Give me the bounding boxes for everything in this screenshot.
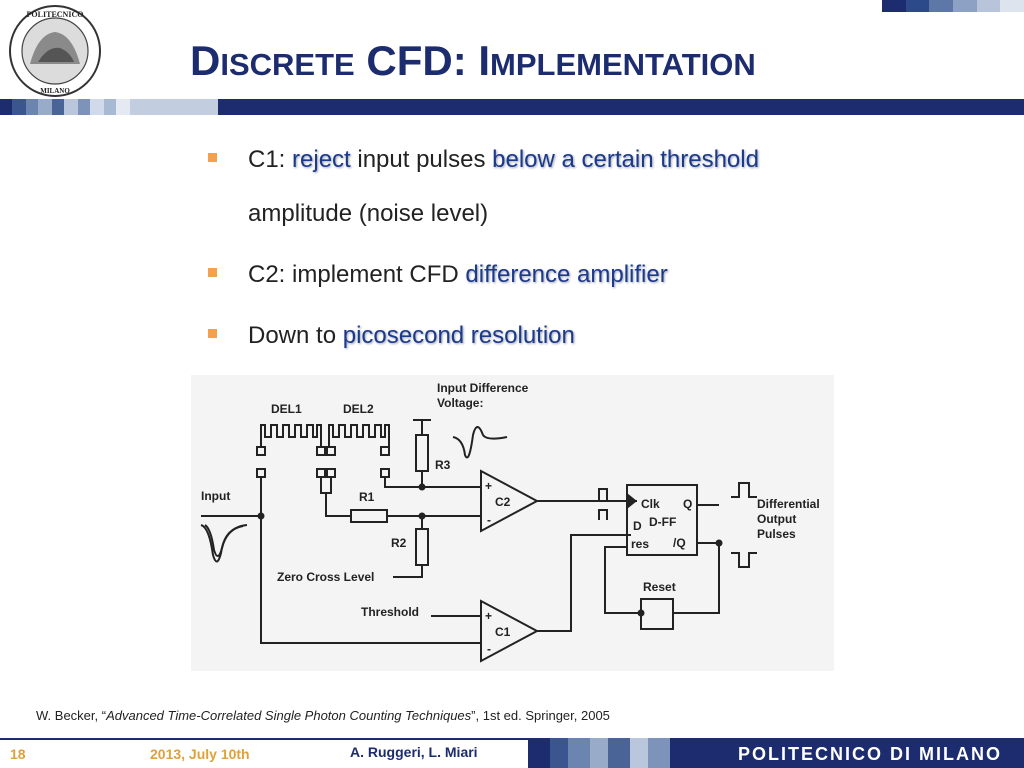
reset-block bbox=[640, 598, 674, 630]
ff-name-label: D-FF bbox=[649, 515, 676, 529]
zero-cross-level-label: Zero Cross Level bbox=[277, 570, 374, 584]
ff-d-label: D bbox=[633, 519, 642, 533]
politecnico-logo: POLITECNICO MILANO bbox=[9, 5, 101, 97]
bullet-item-c2: C2: implement CFD difference amplifier bbox=[208, 248, 828, 302]
input-label: Input bbox=[201, 489, 230, 503]
top-right-stripes bbox=[882, 0, 1024, 12]
slide-number: 18 bbox=[10, 746, 26, 762]
footer-stripe-band bbox=[528, 738, 1024, 768]
logo-top-text: POLITECNICO bbox=[27, 10, 84, 19]
footer-authors: A. Ruggeri, L. Miari bbox=[350, 744, 478, 760]
ff-nq-label: /Q bbox=[673, 536, 686, 550]
d-ff-block bbox=[626, 484, 698, 556]
r1-resistor bbox=[350, 509, 388, 523]
r3-label: R3 bbox=[435, 458, 451, 472]
c1-comparator bbox=[480, 599, 540, 663]
threshold-label: Threshold bbox=[361, 605, 419, 619]
bullet-marker bbox=[208, 268, 217, 277]
ff-res-label: res bbox=[631, 537, 649, 551]
ff-q-label: Q bbox=[683, 497, 692, 511]
del1-delay-line bbox=[260, 424, 322, 447]
reset-label: Reset bbox=[643, 580, 676, 594]
footer-line bbox=[0, 738, 1024, 740]
bullet-item-c1: C1: reject input pulses below a certain … bbox=[208, 133, 828, 241]
r3-resistor bbox=[415, 434, 429, 472]
logo-bottom-text: MILANO bbox=[40, 87, 70, 95]
c2-plus-label: + bbox=[485, 479, 492, 493]
page-title: DISCRETE CFD: IMPLEMENTATION bbox=[190, 37, 756, 84]
ff-clk-label: Clk bbox=[641, 497, 660, 511]
cfd-circuit-diagram: DEL1 DEL2 Input Difference Voltage: Inpu… bbox=[191, 375, 834, 671]
footer: 18 2013, July 10th A. Ruggeri, L. Miari … bbox=[0, 738, 1024, 768]
r1-label: R1 bbox=[359, 490, 375, 504]
output-label-line2: Output bbox=[757, 512, 796, 526]
c1-minus-label: - bbox=[487, 642, 491, 656]
institution-name: POLITECNICO DI MILANO bbox=[738, 744, 1002, 764]
del2-label: DEL2 bbox=[343, 402, 374, 416]
c1-label: C1 bbox=[495, 625, 511, 639]
bullet-list: C1: reject input pulses below a certain … bbox=[208, 133, 828, 370]
header-stripe-band bbox=[0, 99, 1024, 115]
bullet-marker bbox=[208, 329, 217, 338]
r2-label: R2 bbox=[391, 536, 407, 550]
c2-label: C2 bbox=[495, 495, 511, 509]
footer-date: 2013, July 10th bbox=[150, 746, 250, 762]
del2-delay-line bbox=[328, 424, 390, 447]
c2-minus-label: - bbox=[487, 513, 491, 527]
output-label-line1: Differential bbox=[757, 497, 820, 511]
del1-label: DEL1 bbox=[271, 402, 302, 416]
citation: W. Becker, “Advanced Time-Correlated Sin… bbox=[36, 708, 610, 723]
input-difference-label: Input Difference bbox=[437, 381, 529, 395]
bullet-marker bbox=[208, 153, 217, 162]
bullet-item-resolution: Down to picosecond resolution bbox=[208, 309, 828, 363]
c2-comparator bbox=[480, 469, 540, 533]
output-label-line3: Pulses bbox=[757, 527, 796, 541]
r2-resistor bbox=[415, 528, 429, 566]
c1-plus-label: + bbox=[485, 609, 492, 623]
input-difference-voltage-label: Voltage: bbox=[437, 396, 483, 410]
